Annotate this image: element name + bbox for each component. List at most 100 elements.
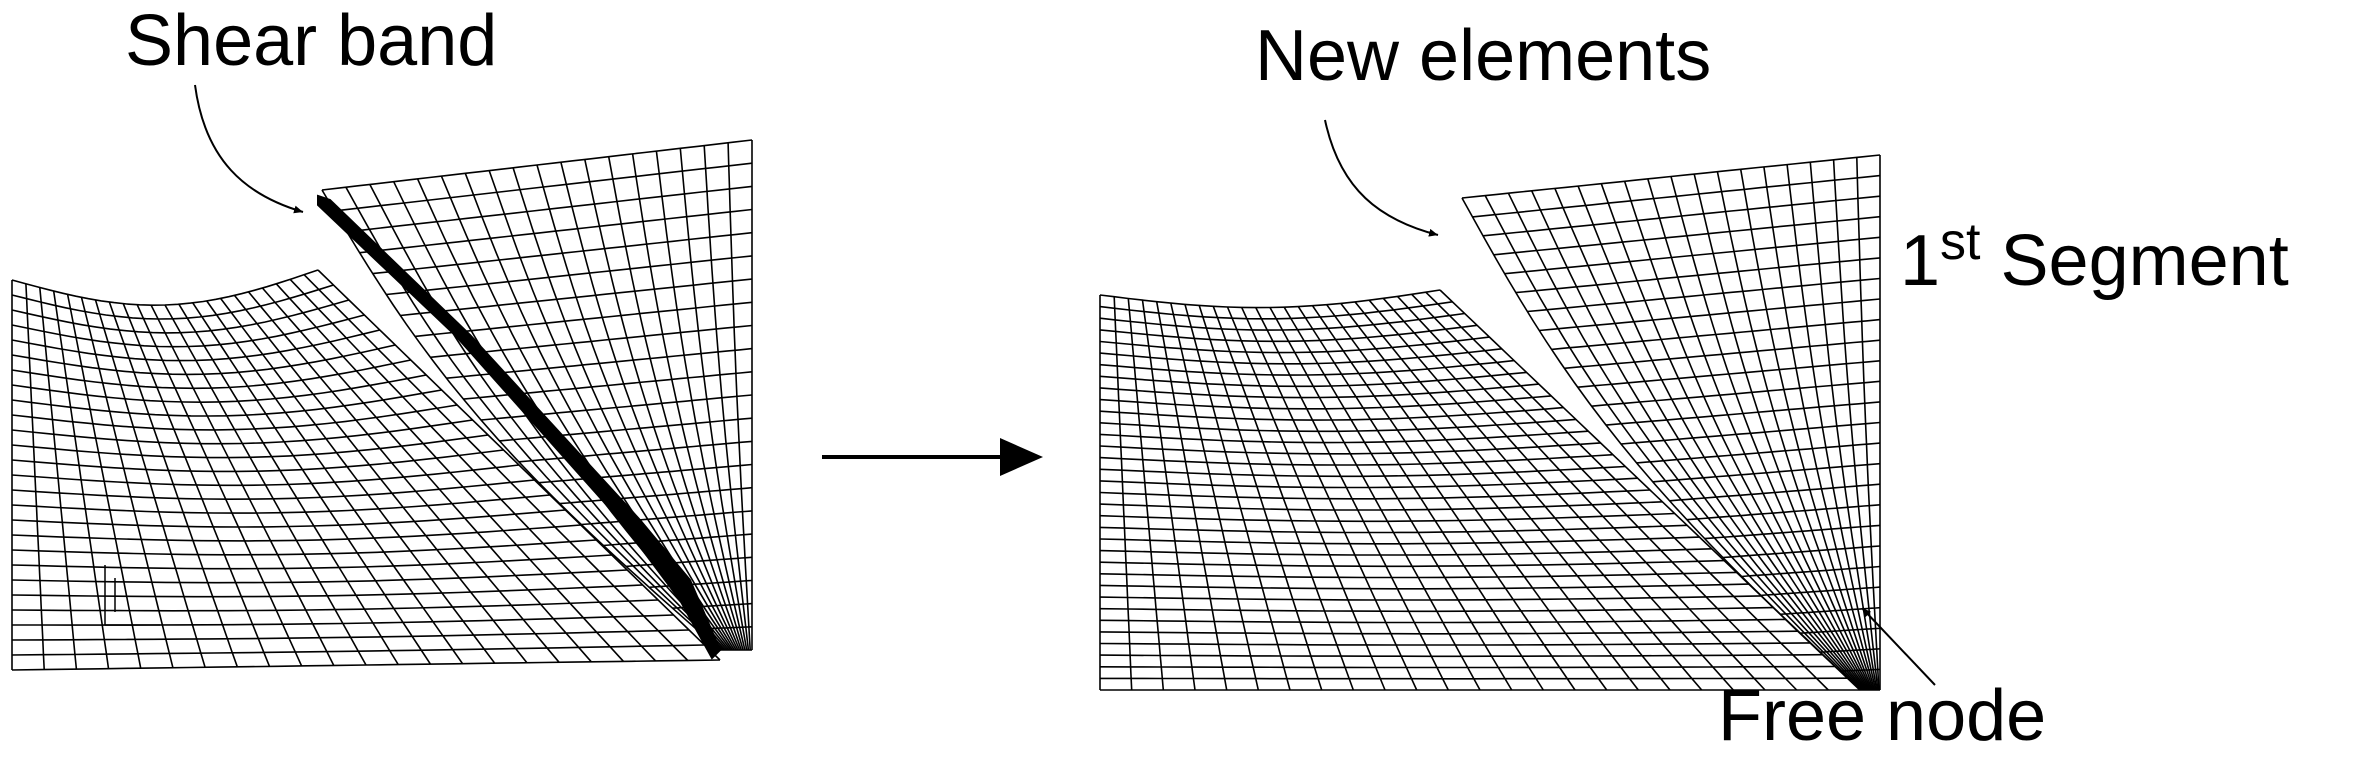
right-chip-line-v [1564, 339, 1881, 370]
right-chip-line-v [1636, 442, 1881, 464]
left-workpiece-line-v [11, 419, 473, 445]
axis-triad-icon [104, 565, 160, 626]
right-workpiece-line-v [1099, 465, 1626, 478]
right-workpiece-line-v [1099, 324, 1478, 343]
left-workpiece-line-v [11, 284, 334, 320]
right-workpiece-line-v [1099, 571, 1737, 579]
right-chip-line-v [1493, 215, 1881, 256]
right-chip-line-v [1539, 298, 1881, 332]
right-chip-line-v [1652, 462, 1881, 483]
right-chip-line-v [1839, 668, 1881, 672]
right-chip-line-v [1591, 380, 1881, 407]
left-workpiece-line-v [11, 554, 612, 570]
new-elements-pointer [1324, 119, 1439, 237]
left-workpiece-line-v [11, 629, 690, 641]
left-workpiece-line-v [11, 359, 411, 390]
left-chip-line-v [334, 162, 753, 212]
left-chip-line-v [559, 486, 753, 505]
shear-band [317, 194, 722, 660]
left-workpiece-line-v [11, 374, 427, 404]
right-chip-line-v [1620, 421, 1881, 445]
segment-word: Segment [2000, 221, 2289, 301]
right-workpiece-line-v [1099, 418, 1576, 433]
left-workpiece-line-v [11, 269, 319, 307]
right-workpiece-line-v [1099, 301, 1453, 320]
left-workpiece-line-v [11, 539, 597, 556]
right-chip-line-v [1760, 586, 1881, 597]
right-chip-line-v [1686, 504, 1881, 521]
right-chip-line-v [1577, 360, 1881, 388]
left-chip-line-v [538, 463, 753, 484]
left-chip-line-v [414, 301, 753, 338]
shear-band-label: Shear band [125, 1, 498, 81]
right-workpiece-line-v [1099, 606, 1774, 613]
right-workpiece-line-v [1099, 406, 1564, 421]
left-workpiece-line-v [11, 494, 550, 514]
right-chip-line-v [1704, 524, 1881, 540]
right-chip-line-v [1461, 154, 1881, 199]
left-chip-line-v [518, 440, 753, 463]
left-workpiece-line-v [11, 434, 489, 459]
left-workpiece-line-v [11, 509, 566, 528]
right-workpiece-line-v [1099, 395, 1552, 410]
left-chip-line-u [560, 162, 739, 651]
new-elements-label: New elements [1255, 16, 1712, 96]
right-workpiece-line-v [1099, 453, 1613, 466]
mesh-after-remeshing [1099, 154, 1881, 691]
right-workpiece-line-v [1099, 653, 1823, 658]
left-workpiece-line-v [11, 299, 350, 334]
left-workpiece-line-v [11, 479, 535, 501]
right-arrow-icon [822, 438, 1043, 476]
right-workpiece-line-v [1099, 630, 1799, 635]
left-workpiece-line-v [11, 449, 504, 473]
right-chip-line-v [1482, 195, 1881, 237]
left-workpiece-line-v [11, 644, 705, 656]
segment-number: 1 [1900, 221, 1941, 301]
right-chip-line-v [1472, 174, 1881, 218]
right-workpiece-line-v [1099, 312, 1465, 331]
right-workpiece-line-v [1099, 477, 1638, 489]
left-workpiece-line-v [11, 599, 659, 612]
right-chip-line-u [1647, 178, 1870, 691]
right-chip-line-v [1819, 648, 1881, 653]
right-workpiece-line-v [1099, 442, 1601, 455]
right-workpiece-line-v [1099, 665, 1836, 669]
right-workpiece-line-v [1099, 618, 1786, 624]
left-chip-line-v [321, 139, 753, 191]
left-chip-line-v [346, 185, 753, 233]
right-workpiece-line-v [1099, 595, 1762, 601]
left-workpiece-line-v [11, 584, 643, 598]
right-chip-line-v [1799, 627, 1881, 634]
left-chip-line-v [625, 556, 753, 568]
right-chip-line-u [1670, 176, 1871, 691]
left-chip-line-v [372, 231, 753, 275]
left-chip-line-v [581, 510, 753, 526]
right-workpiece-line-v [1099, 336, 1490, 354]
right-workpiece-line-v [1100, 677, 1848, 680]
right-chip-line-v [1515, 257, 1881, 294]
free-node-pointer [1861, 607, 1936, 686]
left-chip-line-v [400, 278, 753, 317]
left-workpiece-line-v [12, 614, 674, 626]
left-workpiece-line-v [11, 344, 396, 376]
right-workpiece-line-v [1099, 559, 1725, 568]
left-workpiece-line-v [11, 659, 721, 671]
right-workpiece-line-v [1099, 512, 1675, 523]
right-workpiece-line-v [1099, 359, 1515, 376]
right-workpiece-line-v [1099, 583, 1749, 590]
right-chip-line-v [1527, 277, 1881, 313]
right-workpiece-line-v [1099, 524, 1688, 534]
left-workpiece-line-v [11, 464, 520, 487]
right-workpiece-line-v [1099, 383, 1539, 399]
right-chip-line-v [1722, 545, 1881, 559]
left-workpiece-line-v [11, 314, 365, 348]
right-workpiece-line-v [1099, 642, 1811, 646]
right-chip-line-v [1669, 483, 1881, 502]
left-chip-line-v [359, 208, 753, 254]
right-chip-line-v [1741, 565, 1881, 578]
left-chip-line-v [386, 255, 753, 296]
right-workpiece-line-v [1099, 430, 1589, 444]
free-node-label: Free node [1718, 676, 2047, 756]
